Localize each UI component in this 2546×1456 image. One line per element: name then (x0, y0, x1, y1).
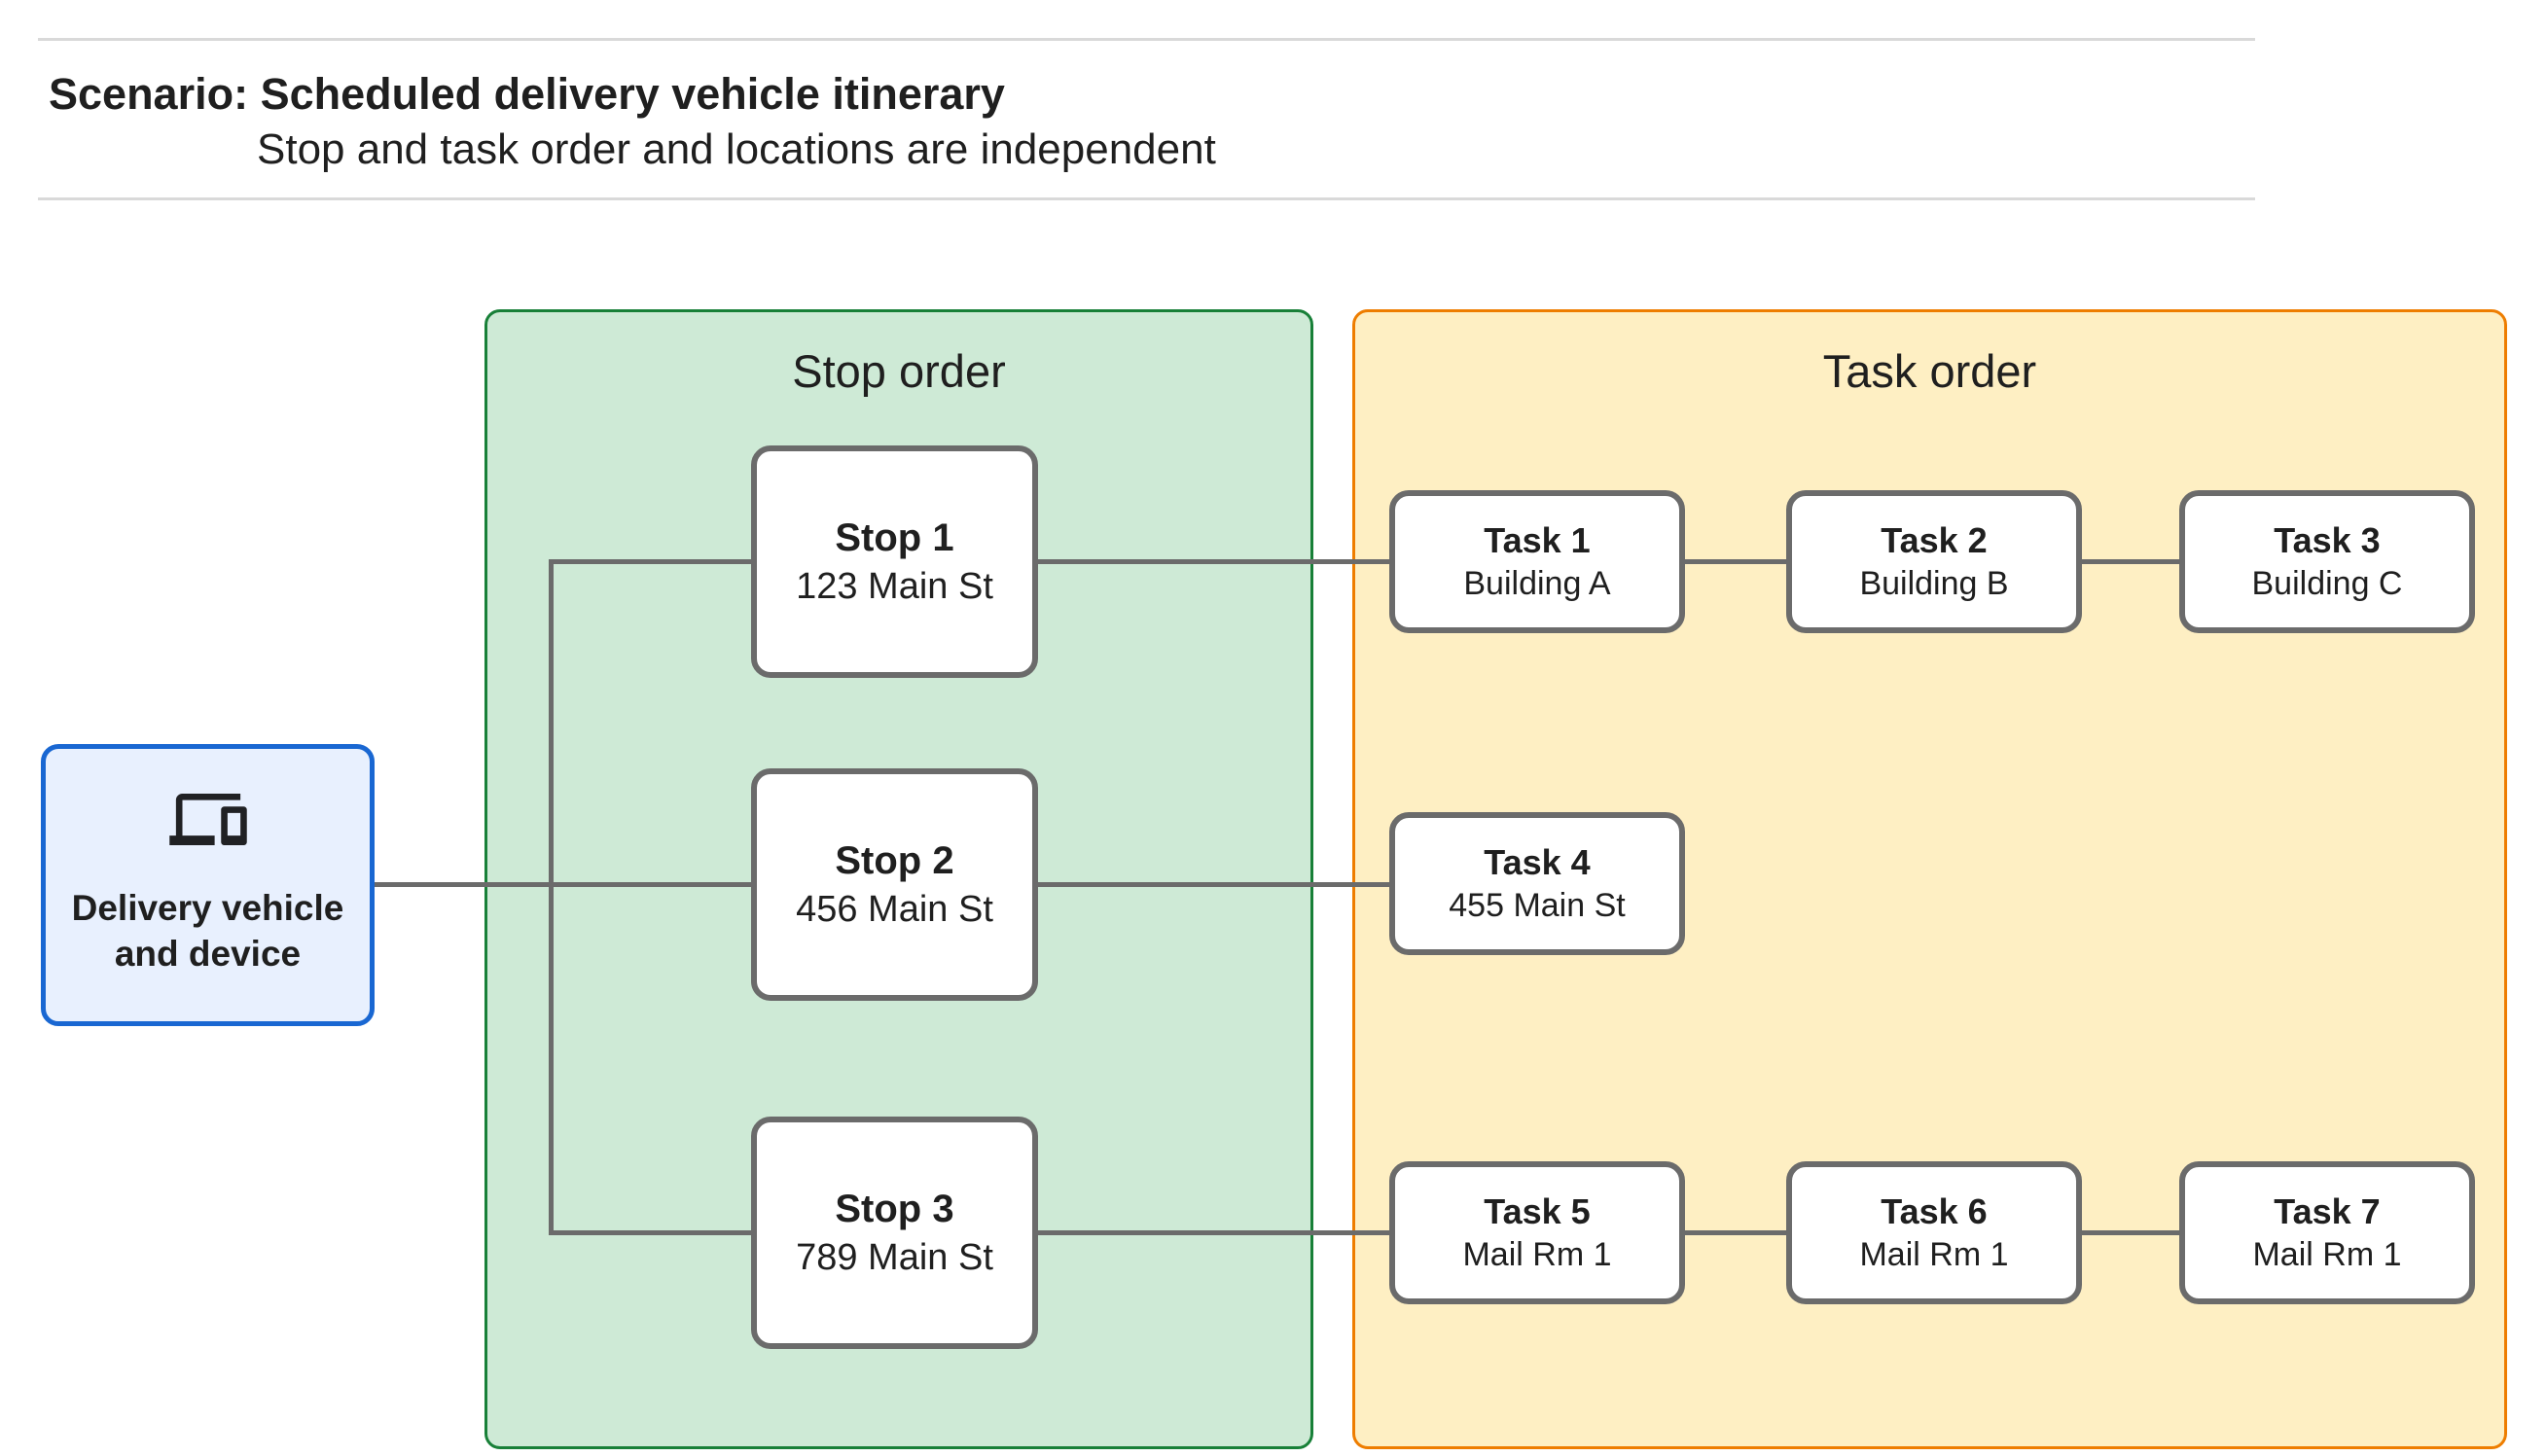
task3-location: Building C (2251, 564, 2403, 602)
delivery-vehicle-label-line2: and device (114, 933, 302, 974)
devices-icon (168, 794, 247, 846)
stop1-title: Stop 1 (835, 515, 954, 559)
connector-stop1-to-task1 (1038, 559, 1389, 564)
stop3-title: Stop 3 (835, 1187, 954, 1230)
page-subtitle: Stop and task order and locations are in… (257, 125, 1216, 173)
task2-location: Building B (1859, 564, 2009, 602)
delivery-vehicle-label: Delivery vehicle and device (72, 886, 344, 977)
task2-node: Task 2 Building B (1786, 490, 2082, 633)
task6-title: Task 6 (1881, 1191, 1988, 1231)
top-divider (38, 38, 2255, 41)
connector-vehicle-to-stop2 (375, 882, 751, 887)
delivery-vehicle-label-line1: Delivery vehicle (71, 888, 344, 929)
connector-trunk (549, 559, 554, 1235)
task5-node: Task 5 Mail Rm 1 (1389, 1161, 1685, 1304)
task1-node: Task 1 Building A (1389, 490, 1685, 633)
page-title: Scenario: Scheduled delivery vehicle iti… (49, 69, 1005, 119)
task5-title: Task 5 (1484, 1191, 1591, 1231)
task4-title: Task 4 (1484, 842, 1591, 882)
task7-location: Mail Rm 1 (2252, 1235, 2402, 1273)
task-order-label: Task order (1822, 345, 2037, 397)
connector-trunk-to-stop1 (549, 559, 751, 564)
connector-task5-to-task6 (1685, 1230, 1786, 1235)
task1-title: Task 1 (1484, 520, 1591, 560)
stop1-address: 123 Main St (796, 565, 993, 607)
task5-location: Mail Rm 1 (1462, 1235, 1612, 1273)
task4-node: Task 4 455 Main St (1389, 812, 1685, 955)
header-divider (38, 197, 2255, 200)
delivery-vehicle-node: Delivery vehicle and device (41, 744, 375, 1026)
stop2-node: Stop 2 456 Main St (751, 768, 1038, 1001)
stop-order-label: Stop order (792, 345, 1006, 397)
task4-location: 455 Main St (1449, 886, 1626, 924)
task1-location: Building A (1463, 564, 1611, 602)
stop3-address: 789 Main St (796, 1236, 993, 1278)
stop2-address: 456 Main St (796, 888, 993, 930)
stop3-node: Stop 3 789 Main St (751, 1117, 1038, 1349)
task6-node: Task 6 Mail Rm 1 (1786, 1161, 2082, 1304)
task3-title: Task 3 (2274, 520, 2381, 560)
connector-task2-to-task3 (2082, 559, 2179, 564)
stop2-title: Stop 2 (835, 838, 954, 882)
task7-node: Task 7 Mail Rm 1 (2179, 1161, 2475, 1304)
stop1-node: Stop 1 123 Main St (751, 445, 1038, 678)
connector-trunk-to-stop3 (549, 1230, 751, 1235)
task2-title: Task 2 (1881, 520, 1988, 560)
task3-node: Task 3 Building C (2179, 490, 2475, 633)
connector-task6-to-task7 (2082, 1230, 2179, 1235)
connector-stop3-to-task5 (1038, 1230, 1389, 1235)
connector-stop2-to-task4 (1038, 882, 1389, 887)
connector-task1-to-task2 (1685, 559, 1786, 564)
task7-title: Task 7 (2274, 1191, 2381, 1231)
task6-location: Mail Rm 1 (1859, 1235, 2009, 1273)
